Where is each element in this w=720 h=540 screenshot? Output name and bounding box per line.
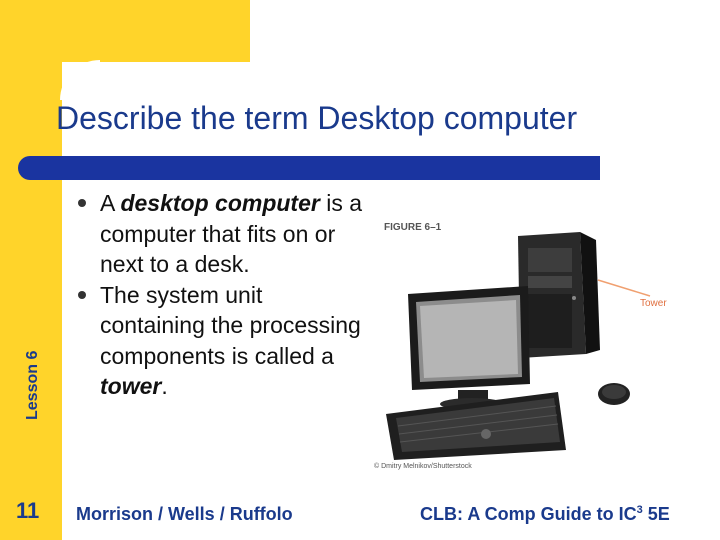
figure-credit: © Dmitry Melnikov/Shutterstock	[374, 462, 472, 470]
bullet-text: The system unit containing the processin…	[100, 281, 361, 369]
tower-label: Tower	[640, 298, 667, 309]
monitor-icon	[408, 286, 530, 410]
footer-course-edition: 5E	[642, 504, 670, 524]
bullet-text: is a computer that fits on or next to a …	[100, 190, 363, 277]
figure-caption: FIGURE 6–1	[384, 222, 442, 233]
bullet-item: A desktop computer is a computer that fi…	[70, 188, 370, 280]
bullet-emphasis: tower	[100, 373, 162, 399]
footer-course: CLB: A Comp Guide to IC3 5E	[420, 504, 670, 525]
left-yellow-bar	[0, 0, 62, 540]
bullet-text: A	[100, 190, 121, 216]
title-underline-bar	[18, 156, 600, 180]
bullet-list: A desktop computer is a computer that fi…	[70, 188, 370, 402]
tower-icon	[518, 232, 600, 358]
footer-course-text: CLB: A Comp Guide to IC	[420, 504, 637, 524]
page-number: 11	[16, 498, 40, 523]
lesson-label: Lesson 6	[24, 350, 41, 420]
footer-course-sup: 3	[636, 504, 643, 516]
bullet-item: The system unit containing the processin…	[70, 280, 370, 402]
desktop-computer-figure: FIGURE 6–1 Tower © Dmitry Melnikov/Shutt…	[374, 222, 667, 470]
footer-authors: Morrison / Wells / Ruffolo	[76, 504, 293, 524]
bullet-emphasis: desktop computer	[120, 190, 320, 216]
tower-pointer-line	[597, 279, 651, 297]
mouse-icon	[598, 383, 630, 405]
keyboard-icon	[386, 392, 566, 460]
bullet-dot-icon	[78, 199, 86, 207]
content-corner	[60, 60, 100, 100]
bullet-dot-icon	[78, 290, 86, 299]
bullet-text: .	[161, 373, 168, 399]
slide-title: Describe the term Desktop computer	[56, 100, 578, 136]
